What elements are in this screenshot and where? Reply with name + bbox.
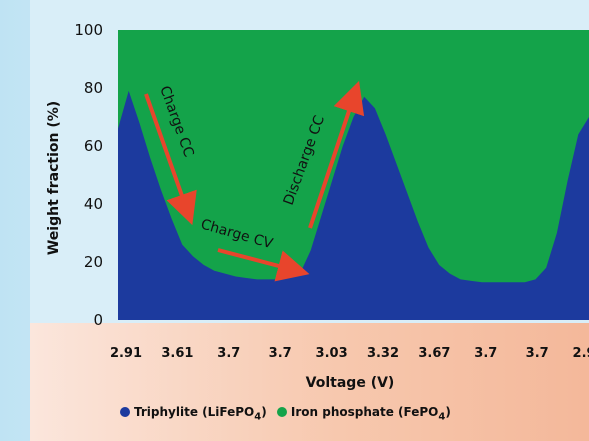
x-tick-label: 2.97 [573,346,589,361]
y-tick-label: 60 [84,137,103,155]
discharge-cc-arrow [308,80,365,229]
iron-phosphate-dot-icon [276,407,287,417]
x-tick-label: 3.61 [161,346,193,361]
triphylite-dot-icon [120,407,130,417]
triphylite-area [118,90,589,321]
x-tick-label: 3.03 [316,346,348,361]
x-tick-label: 3.7 [217,346,240,361]
charge-cc-arrow [144,93,197,226]
x-tick-label: 3.7 [474,346,497,361]
x-tick-label: 3.67 [418,346,450,361]
y-axis-label: Weight fraction (%) [46,101,62,255]
legend-subscript: 4 [254,411,262,423]
x-tick-label: 3.7 [526,346,549,361]
legend-label: Triphylite (LiFePO [134,405,255,419]
legend-subscript: 4 [438,411,446,423]
axis-background [30,323,589,441]
x-tick-label: 3.32 [367,346,399,361]
y-tick-label: 0 [93,311,103,329]
y-tick-label: 80 [84,79,103,97]
legend-item-iron-phosphate: Iron phosphate (FePO4) [276,405,451,423]
legend-label-end: ) [261,405,267,419]
y-tick-label: 100 [74,21,103,39]
x-tick-label: 3.7 [269,346,292,361]
legend-item-triphylite: Triphylite (LiFePO4) [120,405,267,422]
x-axis-label: Voltage (V) [306,375,395,391]
charge-cv-arrow [217,248,310,282]
x-tick-label: 2.91 [110,346,142,361]
y-tick-label: 20 [84,253,103,271]
y-tick-label: 40 [84,195,103,213]
legend: Triphylite (LiFePO4) Iron phosphate (FeP… [120,405,457,422]
legend-label: Iron phosphate (FePO [290,405,439,419]
legend-label-end: ) [445,405,451,419]
